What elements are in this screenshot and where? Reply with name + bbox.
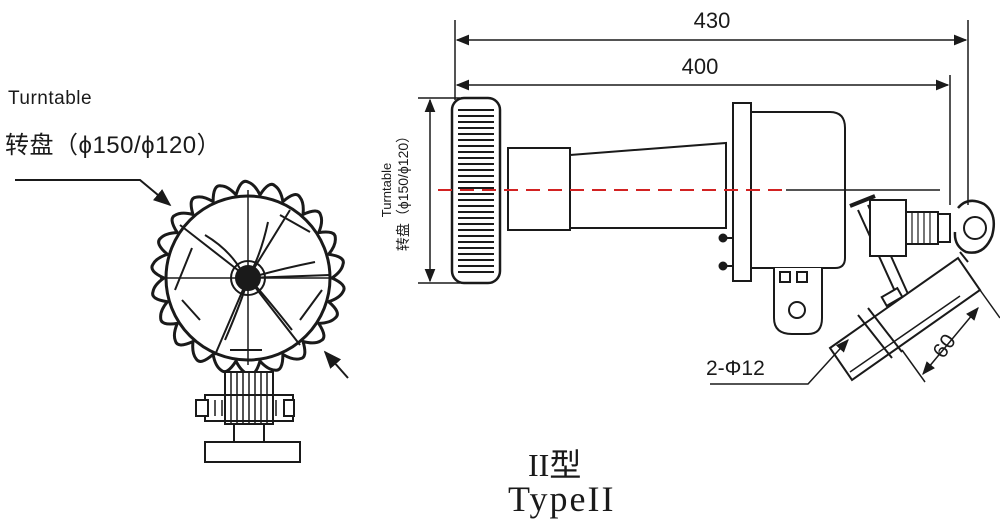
side-label-cn: 转盘（ϕ150/ϕ120） bbox=[395, 129, 411, 251]
gearbox-coupling bbox=[905, 211, 939, 245]
dim-60-ext-a bbox=[979, 289, 1000, 319]
turntable-knurl bbox=[458, 109, 494, 273]
linkage-cap bbox=[880, 286, 904, 308]
turntable-hub-ring bbox=[230, 260, 266, 296]
turntable-bottom-leader bbox=[323, 350, 349, 379]
angled-plate bbox=[828, 256, 982, 382]
dim-430-text: 430 bbox=[694, 8, 731, 33]
flange-bolt-bottom bbox=[718, 261, 728, 271]
type-label-en: TypeII bbox=[508, 479, 616, 519]
tapered-arm bbox=[569, 141, 727, 229]
gearbox bbox=[869, 199, 907, 257]
dim-400-text: 400 bbox=[682, 54, 719, 79]
lower-bracket bbox=[773, 268, 823, 335]
turntable-label-cn: 转盘（ϕ150/ϕ120） bbox=[5, 132, 222, 159]
base-plate bbox=[204, 441, 301, 463]
front-view bbox=[15, 179, 349, 463]
mounting-flange bbox=[732, 102, 752, 282]
turntable-hub bbox=[235, 265, 261, 291]
turntable-leader bbox=[15, 179, 172, 207]
output-hook bbox=[953, 199, 995, 254]
hook-eye bbox=[963, 216, 987, 240]
side-label-en: Turntable bbox=[379, 163, 394, 217]
bearing-block bbox=[195, 371, 295, 443]
turntable-label-en: Turntable bbox=[8, 88, 93, 109]
turntable-spokes bbox=[174, 209, 331, 356]
dim-holes-text: 2-Φ12 bbox=[706, 357, 765, 380]
holes-leader bbox=[710, 339, 849, 385]
dim-60-ext-b bbox=[901, 349, 926, 383]
flange-bolt-top bbox=[718, 233, 728, 243]
bracket-pivot bbox=[788, 301, 806, 319]
dim-60-line bbox=[922, 306, 979, 376]
type-label-cn: II型 bbox=[528, 447, 582, 483]
output-nut bbox=[937, 213, 951, 243]
